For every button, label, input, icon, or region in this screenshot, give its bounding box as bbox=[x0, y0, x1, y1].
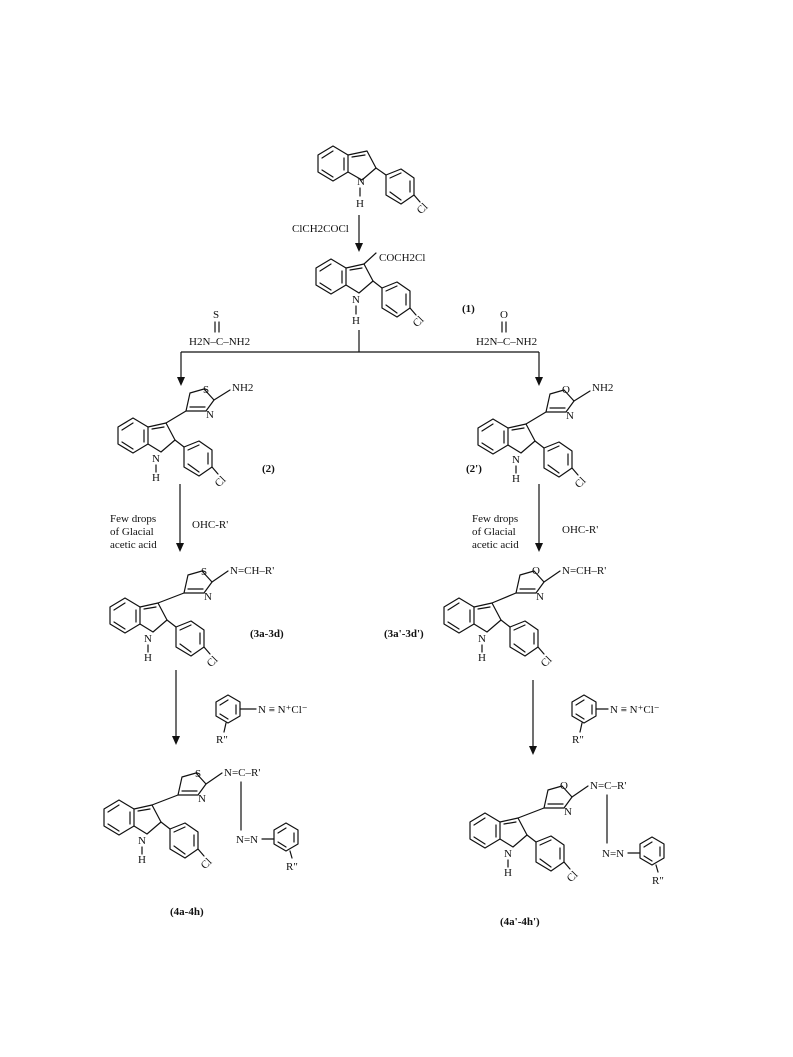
imine-group: N=CH–R' bbox=[562, 565, 606, 577]
atom-o: O bbox=[532, 565, 540, 577]
atom-o: O bbox=[562, 384, 570, 396]
nh2-group: NH2 bbox=[592, 382, 613, 394]
atom-o: O bbox=[560, 780, 568, 792]
atom-cl: Cl bbox=[565, 869, 581, 885]
reagent-urea: H2N–C–NH2 bbox=[476, 336, 537, 348]
acid-text-line3: acetic acid bbox=[110, 539, 157, 551]
substituent-r2: R" bbox=[286, 861, 298, 873]
compound-2-structure: N H S N NH2 Cl bbox=[117, 382, 253, 490]
atom-cl: Cl bbox=[573, 475, 589, 491]
atom-n: N bbox=[478, 633, 486, 645]
compound-label-4: (4a-4h) bbox=[170, 906, 204, 918]
atom-n: N bbox=[357, 176, 365, 188]
compound-3-structure: N H S N N=CH–R' Cl bbox=[109, 565, 274, 670]
atom-h: H bbox=[138, 854, 146, 866]
atom-n: N bbox=[566, 410, 574, 422]
compound-3-prime-structure: N H O N N=CH–R' Cl bbox=[443, 565, 606, 670]
substituent-r2: R" bbox=[652, 875, 664, 887]
atom-h: H bbox=[152, 472, 160, 484]
azo-group: N=N bbox=[236, 834, 258, 846]
atom-n: N bbox=[138, 835, 146, 847]
atom-n: N bbox=[504, 848, 512, 860]
atom-s: S bbox=[201, 566, 207, 578]
compound-label-4-prime: (4a'-4h') bbox=[500, 916, 540, 928]
azo-imine-group: N=C–R' bbox=[224, 767, 260, 779]
atom-h: H bbox=[144, 652, 152, 664]
compound-label-2-prime: (2') bbox=[466, 463, 482, 475]
reagent-thiourea: H2N–C–NH2 bbox=[189, 336, 250, 348]
thiourea-s: S bbox=[213, 309, 219, 321]
compound-4-structure: N H S N N=C–R' N=N R" Cl bbox=[103, 767, 299, 873]
atom-cl: Cl bbox=[199, 856, 215, 872]
atom-h: H bbox=[356, 198, 364, 210]
atom-s: S bbox=[195, 768, 201, 780]
nh2-group: NH2 bbox=[232, 382, 253, 394]
diazonium-reagent-right: N ≡ N⁺Cl⁻ R" bbox=[571, 694, 660, 746]
atom-h: H bbox=[352, 315, 360, 327]
compound-label-3-prime: (3a'-3d') bbox=[384, 628, 424, 640]
acid-text-line2: of Glacial bbox=[110, 526, 154, 538]
atom-n: N bbox=[144, 633, 152, 645]
atom-n: N bbox=[152, 453, 160, 465]
atom-n: N bbox=[206, 409, 214, 421]
reagent-aldehyde: OHC-R' bbox=[192, 519, 228, 531]
imine-group: N=CH–R' bbox=[230, 565, 274, 577]
coch2cl-group: COCH2Cl bbox=[379, 252, 425, 264]
atom-n: N bbox=[512, 454, 520, 466]
diazonium-reagent-left: N ≡ N⁺Cl⁻ R" bbox=[215, 694, 308, 746]
atom-n: N bbox=[352, 294, 360, 306]
acid-text-line2-right: of Glacial bbox=[472, 526, 516, 538]
atom-h: H bbox=[512, 473, 520, 485]
azo-imine-group: N=C–R' bbox=[590, 780, 626, 792]
atom-cl: Cl bbox=[213, 474, 229, 490]
reagent-aldehyde-right: OHC-R' bbox=[562, 524, 598, 536]
acid-text-line3-right: acetic acid bbox=[472, 539, 519, 551]
compound-label-3: (3a-3d) bbox=[250, 628, 284, 640]
acid-text-line1-right: Few drops bbox=[472, 513, 518, 525]
diazonium-group: N ≡ N⁺Cl⁻ bbox=[610, 704, 660, 716]
atom-h: H bbox=[478, 652, 486, 664]
compound-label-1: (1) bbox=[462, 303, 475, 315]
urea-o: O bbox=[500, 309, 508, 321]
reagent-chloroacetyl-chloride: ClCH2COCl bbox=[292, 223, 349, 235]
substituent-r2: R" bbox=[216, 734, 228, 746]
starting-indole: N H Cl bbox=[317, 145, 431, 217]
diazonium-group: N ≡ N⁺Cl⁻ bbox=[258, 704, 308, 716]
atom-n: N bbox=[536, 591, 544, 603]
compound-label-2: (2) bbox=[262, 463, 275, 475]
atom-cl: Cl bbox=[539, 654, 555, 670]
compound-1-structure: COCH2Cl N H Cl bbox=[315, 252, 427, 330]
atom-n: N bbox=[564, 806, 572, 818]
compound-4-prime-structure: N H O N N=C–R' N=N R" Cl bbox=[469, 780, 665, 887]
compound-2-prime-structure: N H O N NH2 Cl bbox=[477, 382, 613, 491]
atom-cl: Cl bbox=[411, 314, 427, 330]
atom-n: N bbox=[204, 591, 212, 603]
substituent-r2: R" bbox=[572, 734, 584, 746]
atom-s: S bbox=[203, 384, 209, 396]
azo-group: N=N bbox=[602, 848, 624, 860]
acid-text-line1: Few drops bbox=[110, 513, 156, 525]
atom-cl: Cl bbox=[205, 654, 221, 670]
atom-h: H bbox=[504, 867, 512, 879]
atom-n: N bbox=[198, 793, 206, 805]
atom-cl: Cl bbox=[415, 201, 431, 217]
